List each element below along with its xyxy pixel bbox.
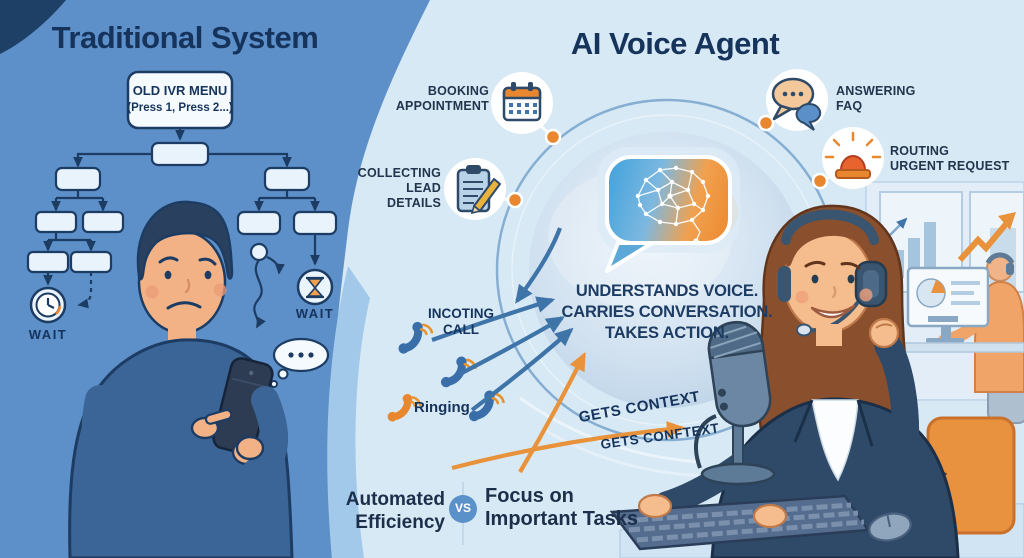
footer-right-label: Focus on Important Tasks [485, 485, 638, 530]
context-arrows [451, 352, 686, 474]
left-panel-title: Traditional System [51, 20, 319, 55]
footer-left-label: Automated Efficiency [345, 489, 445, 533]
keyboard [609, 494, 871, 551]
frustrated-user [68, 200, 330, 558]
feature-label-booking: BOOKING APPOINTMENT [395, 84, 489, 113]
background-monitor [897, 266, 1024, 353]
mouse-icon [868, 512, 912, 542]
microphone-icon [694, 320, 776, 486]
feature-label-answering: ANSWERING FAQ [836, 84, 916, 113]
office-background [865, 181, 1024, 424]
bubble-caption: UNDERSTANDS VOICE. CARRIES CONVERSATION.… [561, 282, 773, 342]
ringing-label: Ringing [414, 399, 470, 416]
calendar-icon [491, 72, 553, 134]
clipboard-pencil-icon [444, 158, 506, 220]
hourglass-wait-icon [296, 268, 334, 306]
vs-divider [449, 482, 477, 545]
thought-bubble-icon [270, 337, 330, 388]
vs-badge [449, 495, 477, 523]
ring-node-dots [506, 114, 829, 209]
trend-arrow-icon [957, 222, 1009, 263]
feature-label-routing: ROUTING URGENT REQUEST [890, 144, 1010, 173]
incoming-call-label: INCOTING CALL [428, 306, 494, 337]
ivr-menu-box [126, 70, 234, 130]
speech-bubble-brain-icon [597, 147, 740, 273]
ivr-flowchart [26, 70, 338, 329]
ivr-box-subtitle: (Press 1, Press 2...) [127, 102, 233, 114]
chat-bubbles-icon [766, 69, 828, 131]
corner-accent [0, 0, 66, 54]
wait-label-left: WAIT [28, 327, 68, 342]
wait-label-right: WAIT [295, 306, 335, 321]
feature-label-collecting: COLLECTING LEAD DETAILS [357, 166, 441, 210]
typing-hands [637, 493, 788, 529]
call-flow-arrows [431, 227, 574, 412]
ivr-box-title: OLD IVR MENU [132, 83, 228, 98]
panel-divider-crescent [327, 266, 370, 558]
right-panel-title: AI Voice Agent [570, 26, 780, 61]
clock-wait-icon [29, 286, 67, 324]
siren-icon [822, 127, 884, 189]
vs-label: VS [454, 501, 471, 515]
